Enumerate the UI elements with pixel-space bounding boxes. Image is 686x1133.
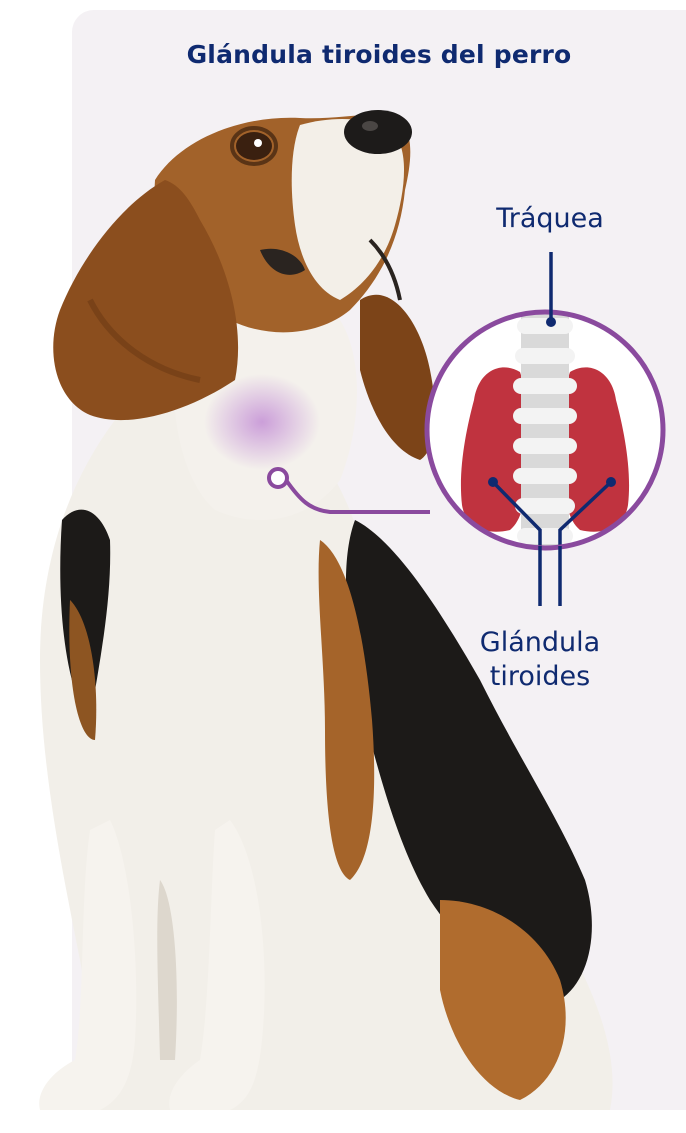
dog-nose	[344, 110, 412, 154]
dog-front-leg-left	[39, 820, 136, 1110]
trachea-label: Tráquea	[470, 202, 630, 236]
neck-thyroid-highlight	[204, 374, 320, 470]
dog-eye	[236, 132, 272, 160]
dog-ear-right	[360, 295, 435, 460]
thyroid-label-line1: Glándula	[440, 626, 640, 660]
thyroid-label-line2: tiroides	[440, 660, 640, 694]
callout-anchor-dot	[269, 469, 287, 487]
trachea	[521, 300, 569, 560]
thyroid-label: Glándula tiroides	[440, 626, 640, 694]
thyroid-pointer-stem	[540, 546, 560, 606]
